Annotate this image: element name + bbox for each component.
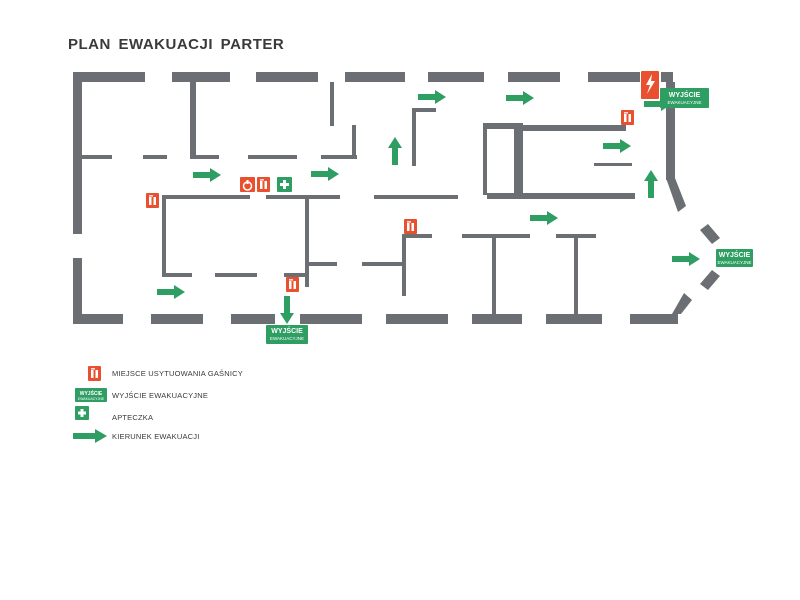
fire-extinguisher-icon: [404, 219, 417, 234]
exit-sign-line1: WYJŚCIE: [669, 90, 701, 99]
legend-first-aid-label: APTECZKA: [112, 413, 154, 422]
evacuation-arrow-icon: [644, 170, 658, 198]
evacuation-arrow-icon: [506, 91, 534, 105]
fire-extinguisher-icon: [286, 277, 299, 292]
exit-sign-icon: WYJŚCIE EWAKUACYJNE: [716, 249, 753, 267]
exit-sign-line1: WYJŚCIE: [271, 326, 303, 335]
exit-sign-icon: WYJŚCIE EWAKUACYJNE: [266, 325, 308, 344]
exit-sign-icon: WYJŚCIE EWAKUACYJNE: [660, 88, 709, 108]
evacuation-arrow-icon: [157, 285, 185, 299]
evacuation-arrow-icon: [388, 137, 402, 165]
plan-title: PLAN EWAKUACJI PARTER: [68, 36, 285, 53]
fire-alarm-icon: [240, 177, 255, 192]
high-voltage-icon: [641, 71, 659, 99]
exit-sign-line2: EWAKUACYJNE: [270, 336, 304, 341]
exit-sign-line1: WYJŚCIE: [719, 250, 751, 259]
evacuation-arrow-icon: [603, 139, 631, 153]
legend-exit-label: WYJŚCIE EWAKUACYJNE: [112, 391, 209, 400]
evacuation-arrow-icon: [73, 429, 107, 443]
fire-extinguisher-icon: [88, 366, 101, 381]
evacuation-arrow-icon: [311, 167, 339, 181]
fire-extinguisher-icon: [621, 110, 634, 125]
exit-sign-icon: WYJŚCIE EWAKUACYJNE: [75, 388, 107, 402]
exit-sign-line2: EWAKUACYJNE: [667, 100, 701, 105]
fire-extinguisher-icon: [146, 193, 159, 208]
evacuation-arrow-icon: [530, 211, 558, 225]
evacuation-arrow-icon: [193, 168, 221, 182]
legend-extinguisher-label: MIEJSCE USYTUOWANIA GAŚNICY: [112, 369, 243, 378]
evacuation-arrow-icon: [418, 90, 446, 104]
first-aid-kit-icon: [277, 177, 292, 192]
fire-extinguisher-icon: [257, 177, 270, 192]
evacuation-arrow-icon: [672, 252, 700, 266]
evacuation-arrow-icon: [280, 296, 294, 324]
exit-sign-line2: EWAKUACYJNE: [717, 260, 751, 265]
extinguishers: [88, 110, 634, 381]
exit-sign-line2: EWAKUACYJNE: [78, 397, 105, 401]
exit-sign-line1: WYJŚCIE: [80, 390, 103, 397]
first-aid-kit-icon: [75, 406, 89, 420]
legend-direction-label: KIERUNEK EWAKUACJI: [112, 432, 200, 441]
walls: [73, 72, 720, 324]
